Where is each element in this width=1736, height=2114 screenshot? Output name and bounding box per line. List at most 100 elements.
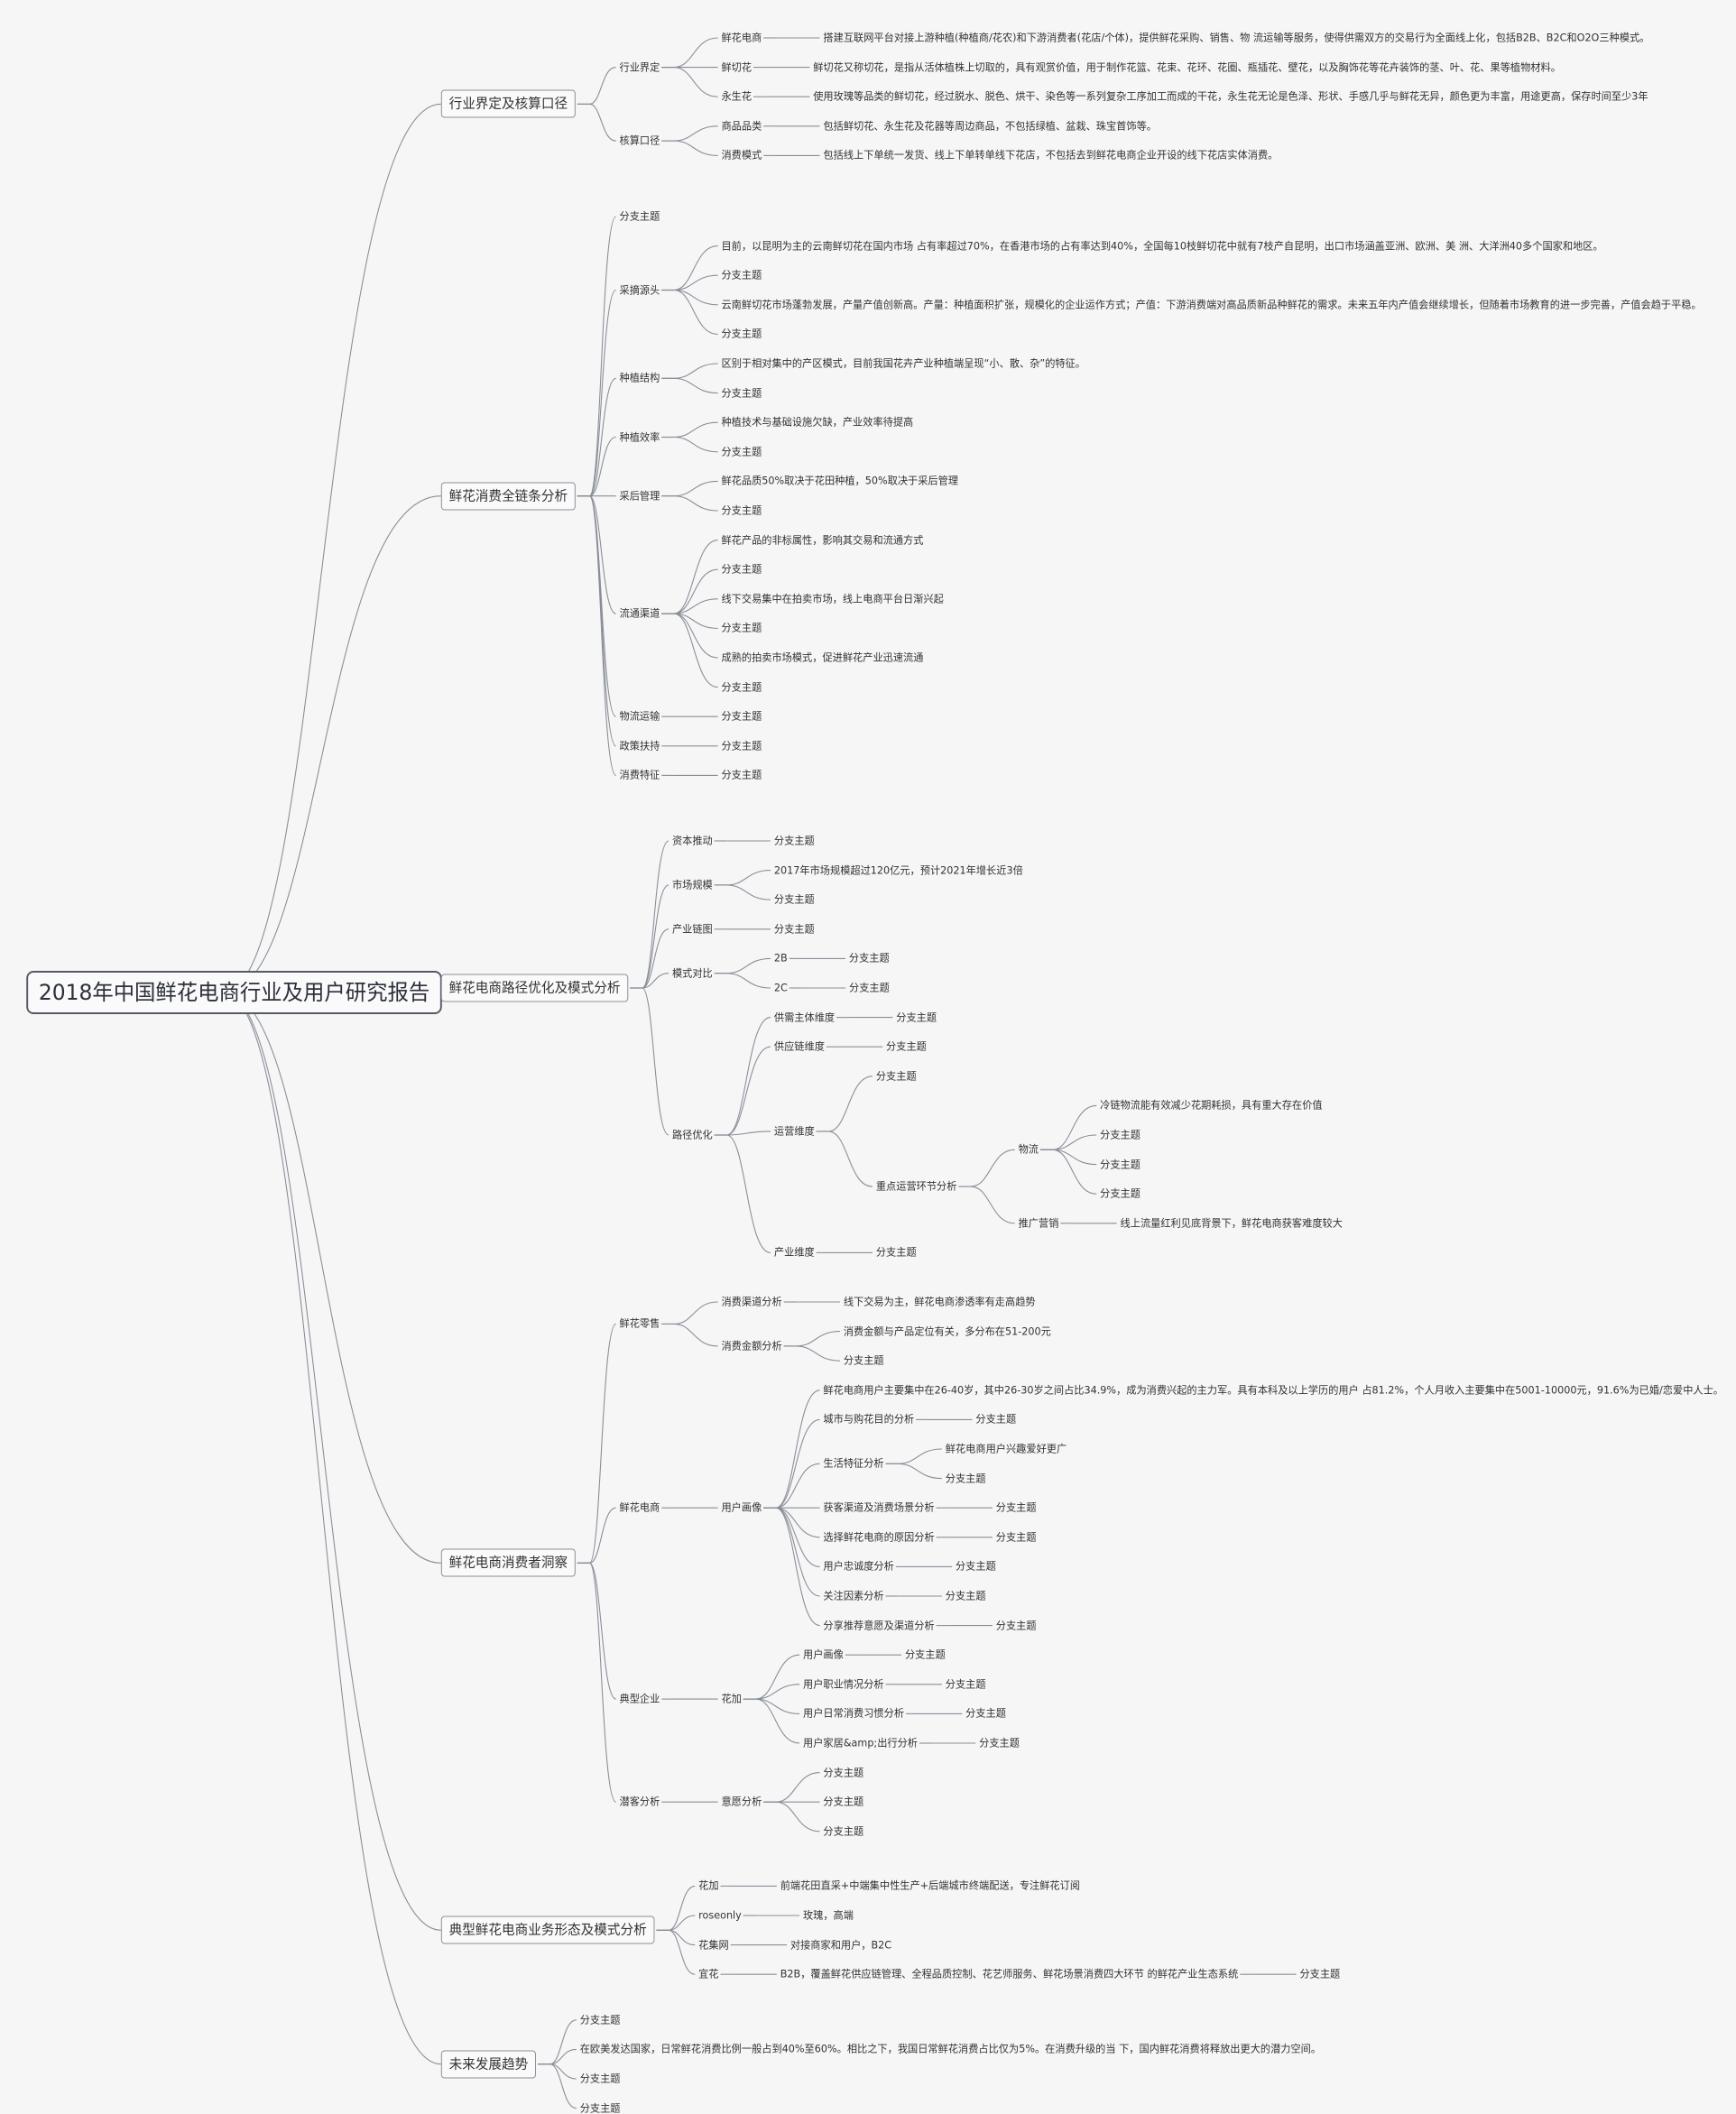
topic-d3[interactable]: 永生花 <box>721 89 753 103</box>
topic-leaf[interactable]: 分支主题 <box>721 503 762 517</box>
topic-leaf[interactable]: 冷链物流能有效减少花期耗损，具有重大存在价值 <box>1100 1098 1323 1112</box>
topic-leaf[interactable]: 分支主题 <box>721 679 762 693</box>
topic-leaf[interactable]: 成熟的拍卖市场模式，促进鲜花产业迅速流通 <box>721 651 924 664</box>
topic-leaf[interactable]: 分支主题 <box>848 951 890 965</box>
topic-d1[interactable]: 鲜花电商路径优化及模式分析 <box>440 974 629 1002</box>
topic-leaf[interactable]: 分支主题 <box>773 922 815 936</box>
topic-d2[interactable]: 行业界定 <box>619 60 660 73</box>
topic-leaf[interactable]: 分支主题 <box>1299 1967 1341 1980</box>
topic-leaf[interactable]: 分支主题 <box>823 1765 864 1778</box>
topic-leaf[interactable]: 区别于相对集中的产区模式，目前我国花卉产业种植端呈现“小、散、杂”的特征。 <box>721 356 1086 370</box>
topic-leaf[interactable]: 分支主题 <box>579 2100 621 2114</box>
topic-d2[interactable]: 花加 <box>698 1879 719 1892</box>
topic-d2[interactable]: 鲜花零售 <box>619 1316 660 1330</box>
topic-leaf[interactable]: 目前，以昆明为主的云南鲜切花在国内市场 占有率超过70%，在香港市场的占有率达到… <box>721 238 1603 252</box>
topic-leaf[interactable]: 分支主题 <box>721 327 762 340</box>
topic-d4[interactable]: 生活特征分析 <box>823 1456 884 1470</box>
topic-leaf[interactable]: 分支主题 <box>579 2013 621 2026</box>
topic-d2[interactable]: 资本推动 <box>671 834 713 847</box>
topic-leaf[interactable]: 分支主题 <box>721 709 762 723</box>
topic-leaf[interactable]: 分支主题 <box>823 1824 864 1838</box>
topic-leaf[interactable]: 前端花田直采+中端集中性生产+后端城市终端配送，专注鲜花订阅 <box>780 1879 1081 1892</box>
topic-d2[interactable]: 路径优化 <box>671 1128 713 1141</box>
topic-d3[interactable]: 供应链维度 <box>773 1039 825 1053</box>
topic-leaf[interactable]: 2017年市场规模超过120亿元，预计2021年增长近3倍 <box>773 863 1023 876</box>
topic-leaf[interactable]: 玫瑰，高端 <box>802 1908 854 1922</box>
topic-leaf[interactable]: 分支主题 <box>1100 1128 1140 1141</box>
topic-leaf[interactable]: 分支主题 <box>721 562 762 576</box>
topic-leaf[interactable]: 分支主题 <box>721 621 762 634</box>
topic-leaf[interactable]: 分支主题 <box>773 834 815 847</box>
topic-d1[interactable]: 未来发展趋势 <box>440 2050 537 2079</box>
topic-d2[interactable]: 消费特征 <box>619 768 660 781</box>
topic-leaf[interactable]: 分支主题 <box>975 1412 1017 1426</box>
topic-leaf[interactable]: 分支主题 <box>721 268 762 282</box>
topic-leaf[interactable]: 分支主题 <box>945 1589 986 1602</box>
topic-d2[interactable]: 宜花 <box>698 1967 719 1980</box>
topic-leaf[interactable]: 分支主题 <box>945 1471 986 1484</box>
topic-leaf[interactable]: 云南鲜切花市场蓬勃发展，产量产值创新高。产量：种植面积扩张，规模化的企业运作方式… <box>721 298 1702 311</box>
topic-d1[interactable]: 鲜花消费全链条分析 <box>440 482 576 511</box>
topic-d3[interactable]: 供需主体维度 <box>773 1010 836 1023</box>
topic-d3[interactable]: 消费模式 <box>721 148 762 162</box>
topic-d1[interactable]: 行业界定及核算口径 <box>440 89 576 118</box>
topic-leaf[interactable]: 消费金额与产品定位有关，多分布在51-200元 <box>843 1324 1051 1337</box>
topic-d2[interactable]: 市场规模 <box>671 878 713 891</box>
topic-d3[interactable]: 鲜切花 <box>721 60 753 73</box>
topic-d2[interactable]: 种植结构 <box>619 371 660 384</box>
topic-leaf[interactable]: 线下交易为主，鲜花电商渗透率有走高趋势 <box>843 1295 1036 1308</box>
topic-leaf[interactable]: 分支主题 <box>579 2072 621 2085</box>
topic-d4[interactable]: 重点运营环节分析 <box>875 1179 957 1193</box>
topic-d2[interactable]: 种植效率 <box>619 429 660 443</box>
topic-leaf[interactable]: 分支主题 <box>886 1039 927 1053</box>
topic-d5[interactable]: 物流 <box>1018 1142 1039 1156</box>
topic-leaf[interactable]: 使用玫瑰等品类的鲜切花，经过脱水、脱色、烘干、染色等一系列复杂工序加工而成的干花… <box>813 89 1648 103</box>
topic-leaf[interactable]: 鲜花品质50%取决于花田种植，50%取决于采后管理 <box>721 474 959 487</box>
topic-leaf[interactable]: 线下交易集中在拍卖市场，线上电商平台日渐兴起 <box>721 592 944 605</box>
topic-leaf[interactable]: 分支主题 <box>979 1736 1020 1749</box>
topic-d2[interactable]: 花集网 <box>698 1937 729 1951</box>
topic-leaf[interactable]: 包括线上下单统一发货、线上下单转单线下花店，不包括去到鲜花电商企业开设的线下花店… <box>823 148 1279 162</box>
topic-leaf[interactable]: 分支主题 <box>773 892 815 906</box>
topic-leaf[interactable]: 分支主题 <box>995 1530 1037 1544</box>
topic-d4[interactable]: 选择鲜花电商的原因分析 <box>823 1530 935 1544</box>
topic-leaf[interactable]: 分支主题 <box>955 1559 996 1573</box>
topic-leaf[interactable]: 分支主题 <box>849 981 890 994</box>
topic-leaf[interactable]: 分支主题 <box>721 739 762 752</box>
topic-d3[interactable]: 商品品类 <box>721 119 762 133</box>
topic-leaf[interactable]: 鲜切花又称切花，是指从活体植株上切取的，具有观赏价值，用于制作花篮、花束、花环、… <box>813 60 1561 73</box>
topic-leaf[interactable]: 分支主题 <box>896 1010 937 1023</box>
topic-leaf[interactable]: 分支主题 <box>995 1500 1037 1514</box>
topic-leaf[interactable]: 分支主题 <box>721 768 762 781</box>
topic-d3[interactable]: 鲜花电商 <box>721 31 762 44</box>
topic-d2[interactable]: 模式对比 <box>671 965 713 979</box>
topic-d3[interactable]: 运营维度 <box>773 1124 815 1138</box>
topic-d4[interactable]: 分享推荐意愿及渠道分析 <box>823 1618 935 1631</box>
topic-d2[interactable]: 采摘源头 <box>619 282 660 296</box>
topic-d2[interactable]: 典型企业 <box>619 1692 660 1705</box>
topic-d3[interactable]: 意愿分析 <box>721 1795 762 1808</box>
topic-d4[interactable]: 用户家居&amp;出行分析 <box>803 1736 919 1749</box>
topic-leaf[interactable]: 分支主题 <box>875 1069 917 1083</box>
topic-leaf[interactable]: 包括鲜切花、永生花及花器等周边商品，不包括绿植、盆栽、珠宝首饰等。 <box>823 119 1157 133</box>
topic-leaf[interactable]: 分支主题 <box>875 1245 917 1259</box>
topic-d2[interactable]: roseonly <box>698 1908 742 1922</box>
topic-leaf[interactable]: 分支主题 <box>904 1648 946 1661</box>
topic-leaf[interactable]: 分支主题 <box>619 209 660 223</box>
topic-leaf[interactable]: 分支主题 <box>1100 1157 1140 1170</box>
topic-leaf[interactable]: 鲜花电商用户兴趣爱好更广 <box>945 1442 1067 1455</box>
topic-d4[interactable]: 用户职业情况分析 <box>803 1677 884 1691</box>
topic-d3[interactable]: 2C <box>773 981 788 994</box>
topic-d1[interactable]: 典型鲜花电商业务形态及模式分析 <box>440 1916 655 1944</box>
topic-leaf[interactable]: 分支主题 <box>1100 1186 1140 1200</box>
topic-d4[interactable]: 城市与购花目的分析 <box>823 1412 915 1426</box>
topic-leaf[interactable]: 种植技术与基础设施欠缺，产业效率待提高 <box>721 415 914 429</box>
topic-leaf[interactable]: 分支主题 <box>823 1795 864 1808</box>
topic-leaf[interactable]: 分支主题 <box>721 445 762 458</box>
topic-leaf[interactable]: 分支主题 <box>721 385 762 399</box>
topic-d2[interactable]: 核算口径 <box>619 134 660 147</box>
topic-d3[interactable]: 花加 <box>721 1692 742 1705</box>
topic-leaf[interactable]: 在欧美发达国家，日常鲜花消费比例一般占到40%至60%。相比之下，我国日常鲜花消… <box>579 2042 1322 2055</box>
topic-d4[interactable]: 用户画像 <box>803 1648 844 1661</box>
topic-d2[interactable]: 流通渠道 <box>619 606 660 620</box>
